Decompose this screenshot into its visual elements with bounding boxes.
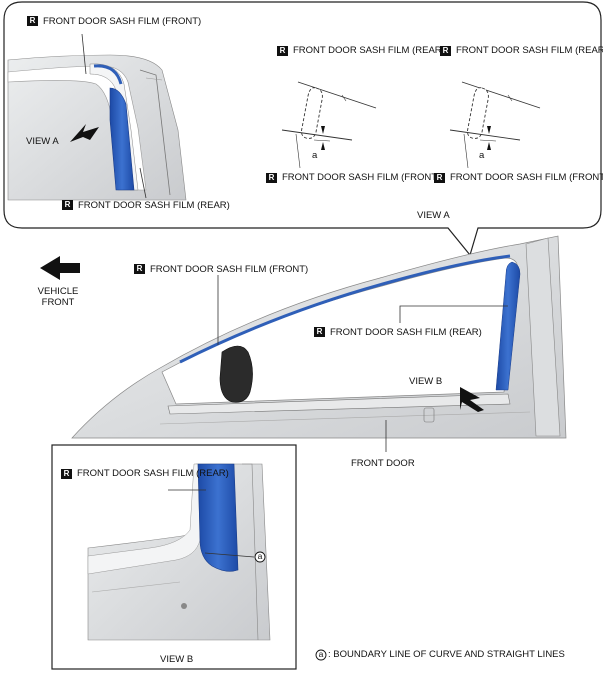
detail-1-gap-mark: a	[312, 150, 318, 161]
replace-badge: R	[62, 200, 73, 210]
legend-text: : BOUNDARY LINE OF CURVE AND STRAIGHT LI…	[328, 649, 565, 660]
replace-badge: R	[266, 173, 277, 183]
legend-mark: a	[318, 649, 324, 659]
view-a-arrow-icon	[70, 124, 99, 142]
view-a-arrow-label: VIEW A	[26, 136, 59, 147]
view-b-arrow-icon	[460, 387, 484, 412]
replace-badge: R	[440, 46, 451, 56]
view-a-leader-rear	[139, 167, 147, 199]
vehicle-front-arrow-icon	[40, 256, 80, 280]
replace-badge: R	[277, 46, 288, 56]
detail-1-drawing	[281, 81, 377, 169]
view-b-drawing	[87, 463, 271, 641]
legend-circle	[315, 649, 327, 661]
view-b-sash-film-rear	[197, 463, 239, 572]
detail-2-gap-mark: a	[479, 150, 485, 161]
replace-badge: R	[314, 327, 325, 337]
view-a-sash-film-front	[93, 64, 123, 85]
main-leader-rear	[399, 305, 508, 323]
main-sash-film-front	[179, 254, 511, 364]
view-b-callout-mark: a	[257, 551, 263, 561]
view-a-closeup	[7, 33, 187, 201]
view-b-caption: VIEW B	[160, 654, 194, 665]
detail-2-drawing	[449, 81, 541, 169]
view-a-sash-film-rear	[109, 87, 135, 191]
replace-badge: R	[61, 469, 72, 479]
replace-badge: R	[434, 173, 445, 183]
view-a-leader-front	[81, 33, 87, 75]
replace-badge: R	[134, 264, 145, 274]
main-car-drawing	[71, 235, 567, 452]
view-b-callout-leader	[204, 552, 255, 558]
main-label-front-door: FRONT DOOR	[351, 458, 415, 469]
main-label-view-b: VIEW B	[409, 376, 443, 387]
main-door-mirror	[219, 345, 253, 403]
main-sash-film-rear	[495, 261, 521, 391]
vehicle-front-label: VEHICLE FRONT	[37, 286, 79, 308]
view-b-callout-circle	[254, 551, 266, 563]
view-a-caption: VIEW A	[417, 210, 450, 221]
replace-badge: R	[27, 16, 38, 26]
